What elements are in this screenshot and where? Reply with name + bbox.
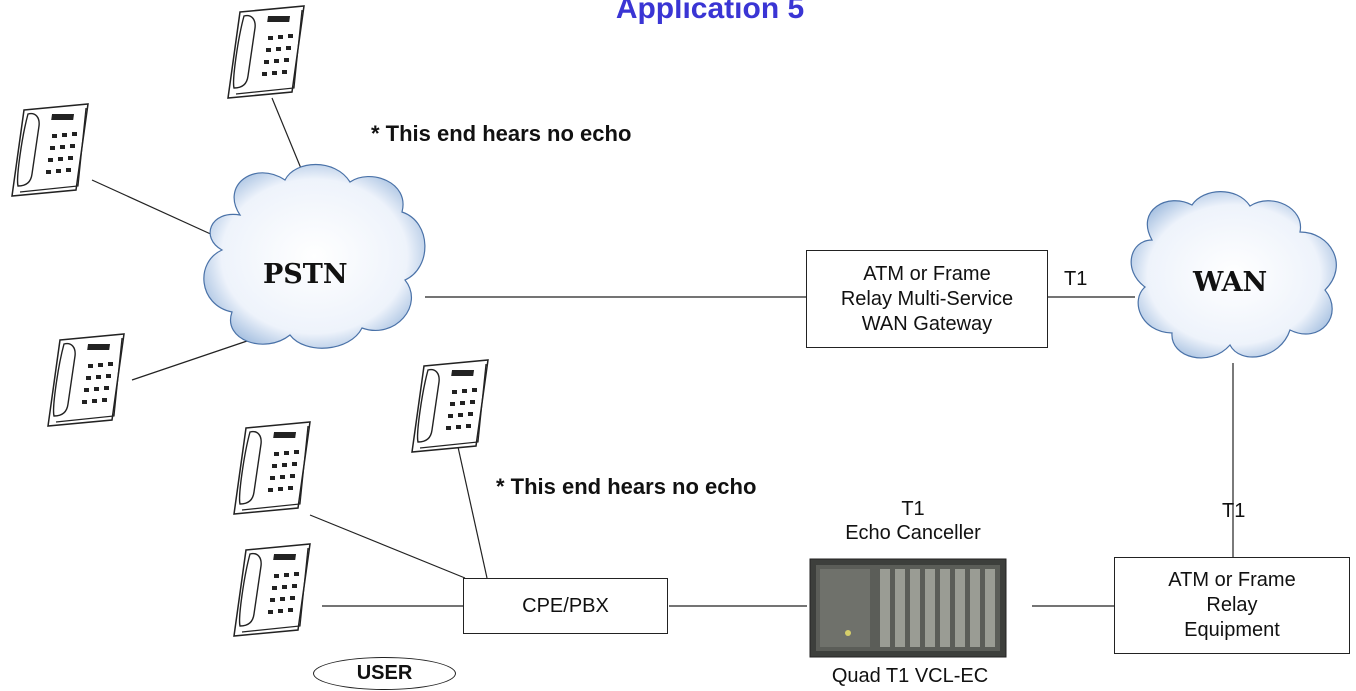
- wan-gateway-box: ATM or Frame Relay Multi-Service WAN Gat…: [806, 250, 1048, 348]
- gateway-line-3: WAN Gateway: [861, 312, 993, 335]
- relay-equipment-box: ATM or Frame Relay Equipment: [1114, 557, 1350, 654]
- link-phone5-cpe: [309, 514, 466, 579]
- echo-note-bottom: * This end hears no echo: [496, 474, 757, 499]
- link-phone4-cpe: [457, 446, 488, 579]
- relay-line-2: Relay: [1206, 594, 1258, 616]
- telephone-icon: [11, 103, 89, 197]
- telephone-icon: [233, 421, 311, 515]
- echo-canceller-rack: [809, 558, 1007, 658]
- telephone-icon: [233, 543, 311, 637]
- echo-canceller-label: Echo Canceller: [845, 522, 981, 544]
- user-label: USER: [356, 662, 413, 684]
- cloud-icon: [1130, 191, 1337, 359]
- user-oval: USER: [313, 657, 456, 690]
- t1-label-wan-relay: T1: [1222, 500, 1246, 522]
- relay-line-3: Equipment: [1184, 619, 1280, 641]
- echo-canceller-t1-label: T1: [901, 498, 925, 520]
- gateway-line-2: Relay Multi-Service: [840, 287, 1014, 310]
- cpe-pbx-box: CPE/PBX: [463, 578, 668, 634]
- telephone-icon: [47, 333, 125, 427]
- relay-line-1: ATM or Frame: [1168, 569, 1296, 591]
- echo-note-top: * This end hears no echo: [371, 121, 632, 146]
- telephone-icon: [227, 5, 305, 99]
- device-name-label: Quad T1 VCL-EC: [831, 665, 989, 687]
- link-phone2-pstn: [91, 179, 216, 237]
- telephone-icon: [411, 359, 489, 453]
- gateway-line-1: ATM or Frame: [863, 262, 991, 285]
- wan-label: WAN: [1193, 267, 1268, 298]
- page-title: Application 5: [615, 0, 805, 25]
- t1-label-gateway-wan: T1: [1064, 268, 1088, 290]
- pstn-label: PSTN: [263, 259, 348, 290]
- link-phone3-pstn: [131, 339, 251, 381]
- cloud-icon: [203, 163, 426, 349]
- cpe-pbx-label: CPE/PBX: [522, 594, 609, 617]
